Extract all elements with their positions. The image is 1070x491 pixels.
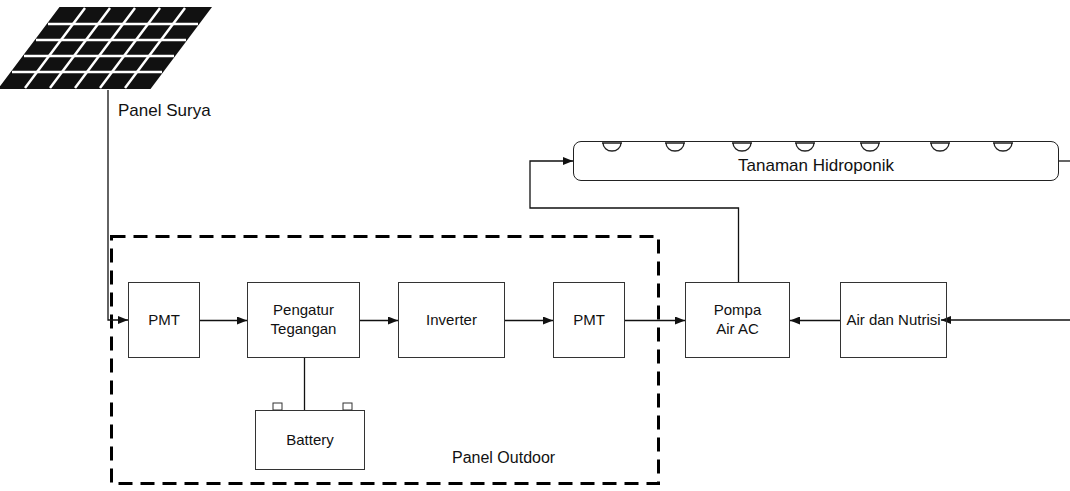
flow-arrow bbox=[200, 320, 247, 321]
pump-box: Pompa Air AC bbox=[685, 282, 790, 358]
outdoor-panel-border bbox=[112, 237, 659, 484]
flow-arrow bbox=[505, 320, 553, 321]
box-label: PMT bbox=[573, 311, 605, 330]
solar-panel-icon bbox=[0, 8, 210, 88]
box-label: Pompa Air AC bbox=[707, 301, 769, 339]
flow-arrow bbox=[304, 358, 305, 410]
battery-terminals bbox=[273, 403, 352, 410]
flow-arrow bbox=[360, 320, 398, 321]
hydroponic-channel: Tanaman Hidroponik bbox=[573, 141, 1059, 181]
flow-arrow bbox=[790, 320, 840, 321]
plant-cups bbox=[602, 143, 1013, 151]
box-label: Tanaman Hidroponik bbox=[738, 155, 894, 176]
box-label: Air dan Nutrisi bbox=[846, 311, 940, 330]
inverter-box: Inverter bbox=[398, 282, 505, 358]
box-label: PMT bbox=[148, 311, 180, 330]
inflow-line bbox=[941, 319, 1070, 320]
breaker-box: PMT bbox=[553, 282, 625, 358]
group-label: Panel Outdoor bbox=[452, 448, 555, 468]
box-label: Battery bbox=[286, 431, 334, 450]
flow-arrow bbox=[108, 90, 128, 320]
flow-arrow bbox=[530, 161, 739, 282]
box-label: Inverter bbox=[426, 311, 477, 330]
regulator-box: Pengatur Tegangan bbox=[247, 282, 360, 358]
outdoor-panel: Panel Outdoor PMT Pengatur Tegangan Inverte… bbox=[110, 235, 660, 485]
panel-body bbox=[0, 8, 210, 88]
panel-grid bbox=[12, 8, 198, 88]
battery-box: Battery bbox=[255, 410, 365, 470]
breaker-box: PMT bbox=[128, 282, 200, 358]
flow-arrow bbox=[625, 320, 685, 321]
nutrient-box: Air dan Nutrisi bbox=[840, 282, 947, 358]
group-label: Panel Surya bbox=[118, 100, 211, 121]
outflow-line bbox=[1059, 160, 1070, 161]
box-label: Pengatur Tegangan bbox=[248, 301, 359, 339]
solar-panel: Panel Surya bbox=[0, 7, 212, 90]
